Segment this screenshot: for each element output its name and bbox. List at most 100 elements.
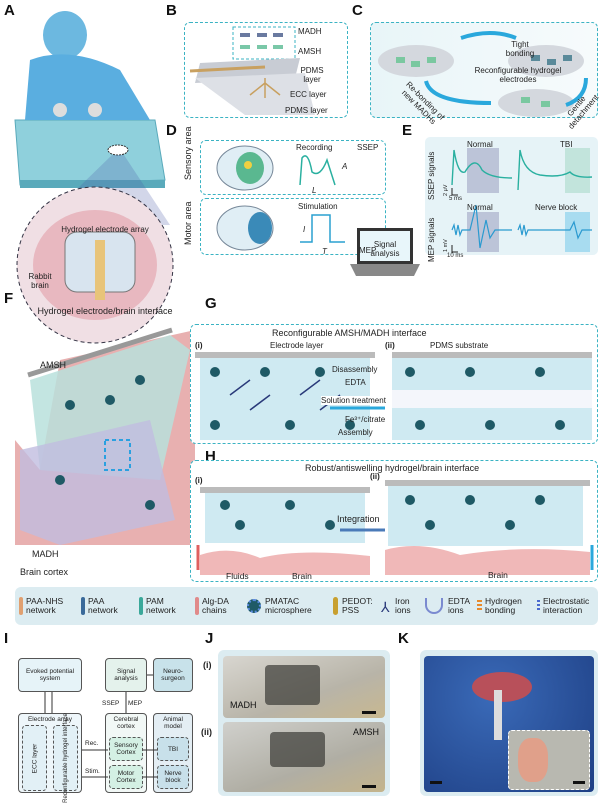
b-ecc-layer-label: ECC layer [290,90,327,99]
edta-ions-icon [425,598,443,614]
alg-da-icon [195,597,199,615]
e-tbi-label: TBI [560,140,573,149]
brain-label-ii: Brain [488,570,508,580]
recording-label: Recording [296,143,333,152]
mep-scale-x: 10 ms [447,253,464,259]
flow-arrows [44,674,157,778]
edta-label: EDTA [345,378,366,387]
reconfigurable-interface-box: Reconfigurable hydrogel interface [53,713,78,803]
electrode-cable [494,690,502,740]
j-madh-label: MADH [230,700,257,710]
electrode-layers-illustration [189,26,315,115]
reconfigurable-electrodes-label: Reconfigurable hydrogel electrodes [474,66,562,84]
integration-label: Integration [337,514,380,524]
h-i-label: (i) [195,476,203,485]
hydrogel-electrode-stack-i [265,665,320,705]
h-interface-illustration [196,480,594,575]
fe-citrate-label: Fe³⁺/citrate [345,415,386,424]
ssep-scale-x: 5 ms [449,196,463,202]
rabbit-brain-label: Rabbit brain [28,272,52,290]
e-normal-mep-label: Normal [467,203,493,212]
hydrogen-bonding-icon [477,600,482,612]
disassembly-label: Disassembly [332,365,378,374]
stimulation-label: Stimulation [298,202,338,211]
tight-bonding-label: Tight bonding [505,40,535,58]
latency-label: L [312,186,317,195]
iron-ions-icon: ⅄ [381,599,390,615]
g-title: Reconfigurable AMSH/MADH interface [272,328,427,338]
panel-label-e: E [402,122,413,139]
panel-label-c: C [352,2,363,19]
nerve-block-box: Nerve block [157,765,189,789]
panel-c-box [370,22,598,118]
panel-b-box [184,22,348,118]
surgeon-illustration [14,11,174,344]
neurosurgeon-box: Neuro-surgeon [153,658,193,692]
b-pdms-layer-label: PDMS layer [300,66,324,84]
electrode-layer-label: Electrode layer [270,341,324,350]
panel-label-f: F [4,290,14,307]
pedot-pss-icon [333,597,338,615]
sensory-cortex-box: Sensory Cortex [109,737,143,761]
b-amsh-label: AMSH [298,47,322,56]
evoked-potential-system-box: Evoked potential system [18,658,82,692]
i-mep-label: MEP [128,700,143,707]
scale-bar-k-inset [573,781,585,784]
f-amsh-label: AMSH [40,360,67,370]
i-ssep-label: SSEP [102,700,120,707]
brain-label-i: Brain [292,571,312,581]
j-amsh-label: AMSH [353,727,380,737]
e-normal-ssep-label: Normal [467,140,493,149]
paa-icon [81,597,85,615]
tbi-box: TBI [157,737,189,761]
e-nerve-block-label: Nerve block [535,203,578,212]
legend: PAA-NHS network PAA network PAM network … [15,587,598,625]
signal-analysis-box: Signal analysis [105,658,147,692]
j-ii-label: (ii) [201,727,212,737]
panel-label-b: B [166,2,177,19]
assembly-label: Assembly [338,428,373,437]
period-label: T [322,247,327,256]
rabbit-brain-exposure [472,672,532,702]
ssep-label: SSEP [357,143,379,152]
panel-label-j: J [205,630,214,647]
b-pdms-bottom-label: PDMS layer [285,106,328,115]
j-i-label: (i) [203,660,212,670]
reconfiguration-cycle-illustration [378,31,588,117]
rec-label: Rec. [85,740,99,747]
signal-analysis-label: Signal analysis [370,240,400,258]
h-ii-label: (ii) [370,472,380,481]
f-title: Hydrogel electrode/brain interface [37,306,173,316]
scale-bar-j-ii [362,785,376,788]
amplitude-label: A [342,162,348,171]
e-signal-traces [451,148,593,253]
f-madh-label: MADH [32,549,59,559]
ecc-layer-box: ECC layer [22,725,47,791]
paa-nhs-icon [19,597,23,615]
h-title: Robust/antiswelling hydrogel/brain inter… [305,463,480,473]
g-i-label: (i) [195,341,203,350]
stim-label: Stim. [85,768,100,775]
electrode-brain-interface-illustration [15,327,195,545]
panel-label-h: H [205,448,216,465]
panel-label-k: K [398,630,409,647]
motor-cortex-box: Motor Cortex [109,765,143,789]
electrode-array-label: Hydrogel electrode array [61,225,149,234]
g-ii-label: (ii) [385,341,395,350]
panel-label-i: I [4,630,9,647]
electrode-array-inset [518,738,548,782]
fluids-label: Fluids [226,571,249,581]
panel-label-d: D [166,122,177,139]
scale-bar-k [430,781,442,784]
current-label: I [303,225,306,234]
scale-bar-j-i [362,711,376,714]
pdms-substrate-label: PDMS substrate [430,341,489,350]
microsphere-icon [247,599,261,613]
electrostatic-icon [537,600,540,612]
pam-icon [139,597,143,615]
panel-label-g: G [205,295,217,312]
hydrogel-electrode-stack-ii [270,732,325,767]
d-illustrations [216,145,420,276]
f-brain-cortex-label: Brain cortex [20,567,69,577]
solution-treatment-label: Solution treatment [321,396,386,405]
